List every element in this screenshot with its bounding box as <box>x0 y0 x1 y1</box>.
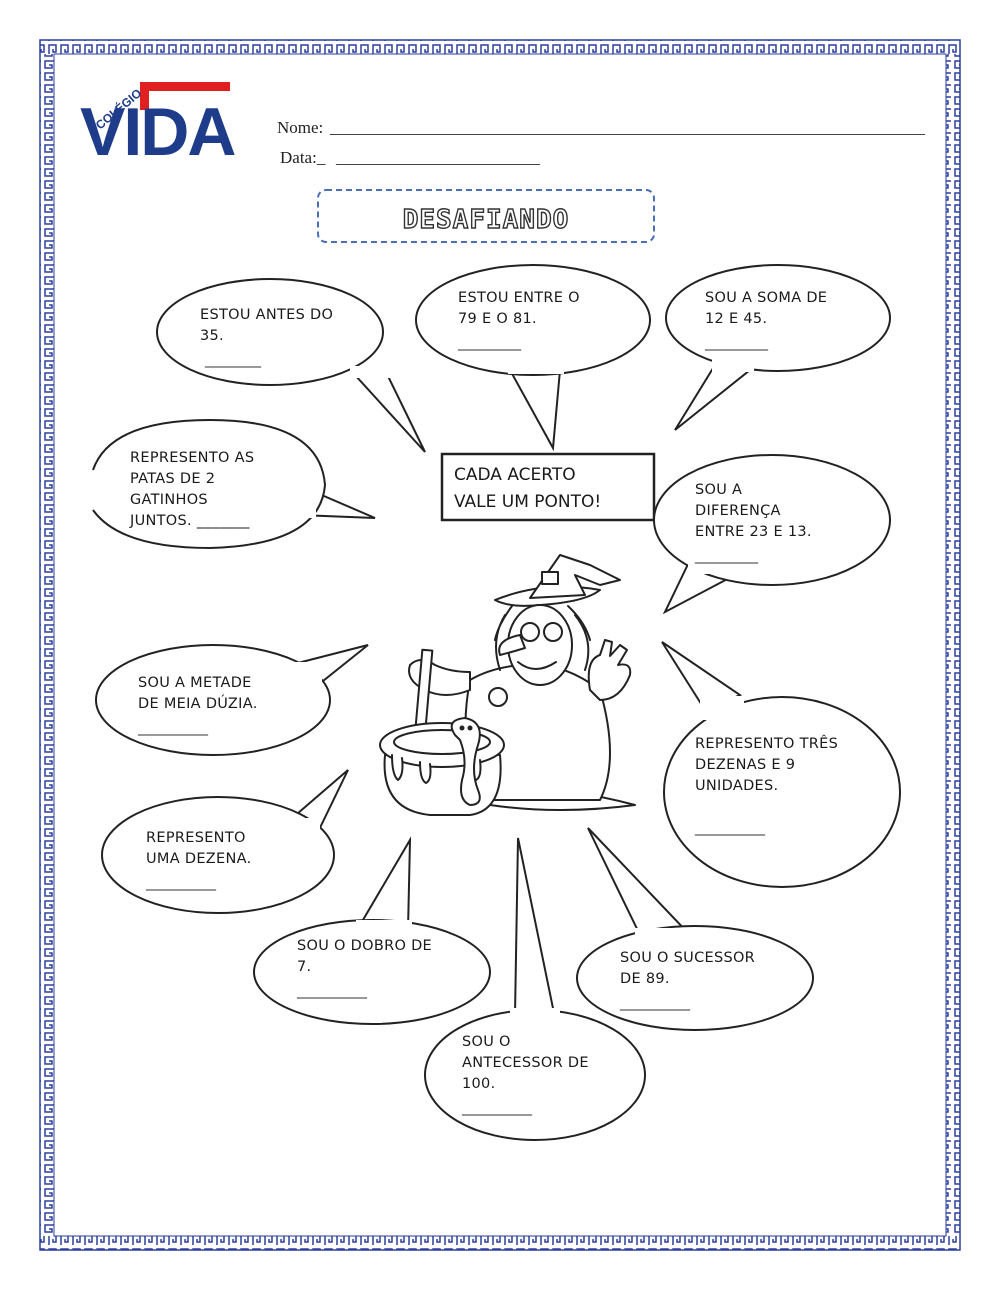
bubble-metade-meia-duzia: SOU A METADE DE MEIA DÚZIA. __________ <box>95 644 369 756</box>
bubble-line: 100. <box>462 1076 496 1092</box>
bubble-line: SOU O DOBRO DE <box>297 938 432 954</box>
greek-key-border <box>39 39 961 1251</box>
bubble-line: 35. <box>200 328 224 344</box>
bubble-soma-12-45: SOU A SOMA DE 12 E 45. _________ <box>665 264 891 431</box>
answer-blank[interactable]: __________ <box>296 983 368 999</box>
answer-blank[interactable]: __________ <box>461 1100 533 1116</box>
bubble-line: PATAS DE 2 <box>130 471 215 487</box>
bubble-line: UMA DEZENA. <box>146 851 252 867</box>
bubble-line: GATINHOS <box>130 492 208 508</box>
answer-blank[interactable]: __________ <box>137 720 209 736</box>
answer-blank[interactable]: _________ <box>694 548 759 564</box>
logo-vida-text: VIDA <box>80 94 235 170</box>
answer-blank[interactable]: _________ <box>704 335 769 351</box>
bubble-line: REPRESENTO TRÊS <box>695 734 838 752</box>
center-message-box: CADA ACERTO VALE UM PONTO! <box>440 452 656 522</box>
school-logo: COLÉGIO VIDA <box>80 82 237 170</box>
logo-red-stem <box>140 82 149 110</box>
title-text: DESAFIANDO <box>403 205 570 235</box>
bubble-sucessor-89: SOU O SUCESSOR DE 89. __________ <box>576 827 814 1031</box>
logo-red-bar <box>140 82 230 91</box>
date-line[interactable]: ________________________ <box>335 148 541 167</box>
bubble-uma-dezena: REPRESENTO UMA DEZENA. __________ <box>101 769 349 914</box>
bubble-line: SOU A METADE <box>138 675 252 691</box>
answer-blank[interactable]: _________ <box>457 335 522 351</box>
title-box: DESAFIANDO <box>317 189 655 243</box>
bubble-line: REPRESENTO <box>146 830 246 846</box>
name-line[interactable]: ________________________________________… <box>329 118 926 137</box>
bubble-antes-35: ESTOU ANTES DO 35. ________ <box>156 278 426 453</box>
name-label: Nome: <box>277 118 323 137</box>
bubble-line: UNIDADES. <box>695 778 778 794</box>
answer-blank[interactable]: __________ <box>694 820 766 836</box>
bubble-line: REPRESENTO AS <box>130 450 254 466</box>
bubble-patas-gatinhos: REPRESENTO AS PATAS DE 2 GATINHOS JUNTOS… <box>92 418 376 550</box>
bubble-line: SOU A <box>695 482 742 498</box>
bubble-line: 7. <box>297 959 311 975</box>
bubble-line: SOU A SOMA DE <box>705 290 827 306</box>
bubble-line: 12 E 45. <box>705 311 767 327</box>
bubble-line: JUNTOS. _______ <box>129 513 250 529</box>
answer-blank[interactable]: ________ <box>204 352 262 368</box>
bubble-line: ESTOU ANTES DO <box>200 307 333 323</box>
bubble-dobro-7: SOU O DOBRO DE 7. __________ <box>253 836 491 1025</box>
bubble-line: DEZENAS E 9 <box>695 757 795 773</box>
center-message-line1: CADA ACERTO <box>454 465 576 485</box>
bubble-line: ESTOU ENTRE O <box>458 290 580 306</box>
bubble-entre-79-81: ESTOU ENTRE O 79 E O 81. _________ <box>415 264 651 452</box>
speech-bubbles: ESTOU ANTES DO 35. ________ ESTOU ENTRE … <box>92 264 901 1141</box>
bubble-line: SOU O <box>462 1034 511 1050</box>
bubble-line: DE 89. <box>620 971 670 987</box>
witch-illustration <box>379 554 636 816</box>
bubble-antecessor-100: SOU O ANTECESSOR DE 100. __________ <box>424 837 646 1141</box>
bubble-line: 79 E O 81. <box>458 311 537 327</box>
date-label: Data:_ <box>280 148 326 167</box>
center-message-line2: VALE UM PONTO! <box>454 492 601 512</box>
answer-blank[interactable]: __________ <box>145 875 217 891</box>
bubble-tres-dezenas: REPRESENTO TRÊS DEZENAS E 9 UNIDADES. __… <box>661 641 901 888</box>
bubble-line: SOU O SUCESSOR <box>620 950 755 966</box>
bubble-line: DE MEIA DÚZIA. <box>138 694 258 712</box>
bubble-line: ANTECESSOR DE <box>462 1055 589 1071</box>
answer-blank[interactable]: __________ <box>619 995 691 1011</box>
bubble-line: ENTRE 23 E 13. <box>695 524 812 540</box>
bubble-line: DIFERENÇA <box>695 503 781 519</box>
bubble-diferenca-23-13: SOU A DIFERENÇA ENTRE 23 E 13. _________ <box>653 454 891 615</box>
